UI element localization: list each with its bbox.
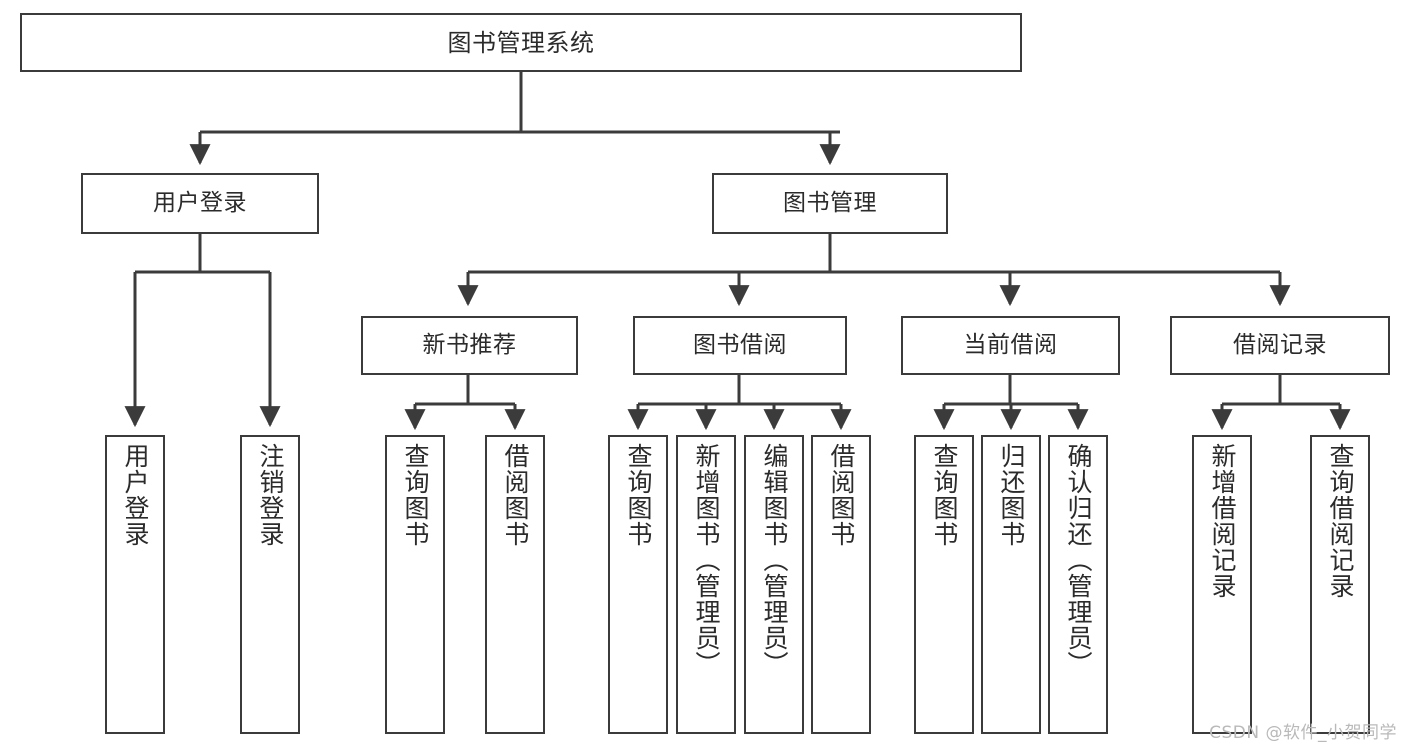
node-borrow-record[interactable]: 借阅记录 xyxy=(1170,316,1390,375)
node-root-system[interactable]: 图书管理系统 xyxy=(20,13,1022,72)
node-label: 图书管理 xyxy=(783,190,877,216)
node-current-borrow[interactable]: 当前借阅 xyxy=(901,316,1120,375)
node-label: 查询图书 xyxy=(930,443,959,547)
leaf-borrow-record-0[interactable]: 新增借阅记录 xyxy=(1192,435,1252,734)
leaf-user-login-1[interactable]: 注销登录 xyxy=(240,435,300,734)
leaf-new-book-recommend-1[interactable]: 借阅图书 xyxy=(485,435,545,734)
node-label: 新书推荐 xyxy=(422,332,517,358)
node-new-book-recommend[interactable]: 新书推荐 xyxy=(361,316,578,375)
node-book-borrow[interactable]: 图书借阅 xyxy=(633,316,847,375)
node-label: 当前借阅 xyxy=(963,332,1058,358)
node-label: 注销登录 xyxy=(256,443,285,547)
node-label: 借阅记录 xyxy=(1233,332,1327,358)
node-user-login[interactable]: 用户登录 xyxy=(81,173,319,234)
leaf-new-book-recommend-0[interactable]: 查询图书 xyxy=(385,435,445,734)
leaf-current-borrow-0[interactable]: 查询图书 xyxy=(914,435,974,734)
node-label: 图书管理系统 xyxy=(447,28,595,57)
node-label: 借阅图书 xyxy=(827,443,856,547)
leaf-borrow-record-1[interactable]: 查询借阅记录 xyxy=(1310,435,1370,734)
leaf-current-borrow-2[interactable]: 确认归还（管理员） xyxy=(1048,435,1108,734)
node-label: 借阅图书 xyxy=(501,443,530,547)
node-label: 查询图书 xyxy=(624,443,653,547)
leaf-user-login-0[interactable]: 用户登录 xyxy=(105,435,165,734)
node-label: 图书借阅 xyxy=(693,332,787,358)
node-label: 查询图书 xyxy=(401,443,430,547)
leaf-book-borrow-0[interactable]: 查询图书 xyxy=(608,435,668,734)
node-label: 用户登录 xyxy=(153,190,247,216)
node-label: 编辑图书（管理员） xyxy=(760,443,789,677)
node-label: 归还图书 xyxy=(997,443,1026,547)
node-label: 用户登录 xyxy=(121,443,150,547)
node-label: 查询借阅记录 xyxy=(1326,443,1355,599)
node-label: 新增借阅记录 xyxy=(1208,443,1237,599)
node-book-management[interactable]: 图书管理 xyxy=(712,173,948,234)
leaf-book-borrow-3[interactable]: 借阅图书 xyxy=(811,435,871,734)
leaf-book-borrow-2[interactable]: 编辑图书（管理员） xyxy=(744,435,804,734)
leaf-book-borrow-1[interactable]: 新增图书（管理员） xyxy=(676,435,736,734)
leaf-current-borrow-1[interactable]: 归还图书 xyxy=(981,435,1041,734)
node-label: 新增图书（管理员） xyxy=(692,443,721,677)
node-label: 确认归还（管理员） xyxy=(1064,443,1093,677)
